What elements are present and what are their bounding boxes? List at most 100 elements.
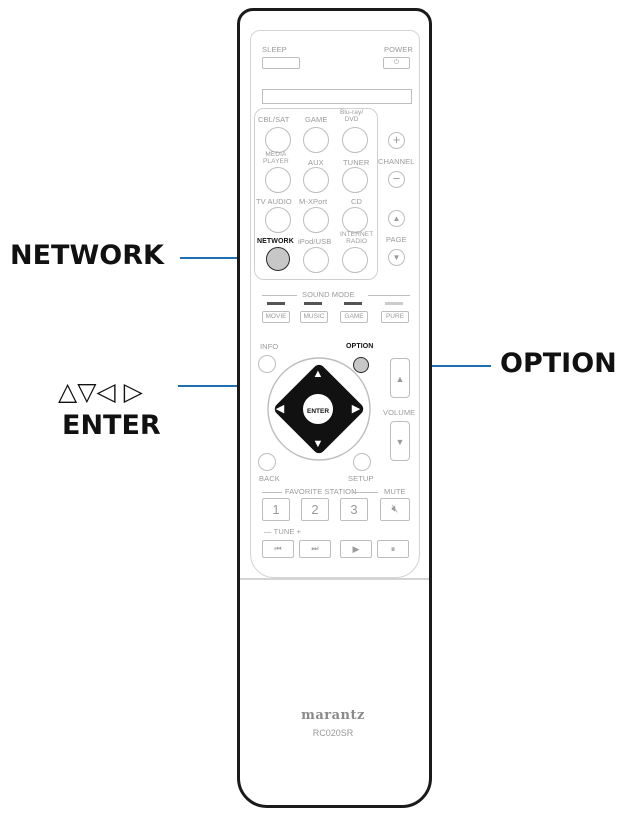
source-label-ipod-usb: iPod/USB [298, 237, 332, 246]
sleep-label: SLEEP [262, 45, 287, 54]
brand-logo: marantz [301, 708, 365, 723]
power-button[interactable]: ⏻ [383, 57, 410, 69]
skip-back-button[interactable]: ⏮ [262, 540, 294, 558]
volume-label: VOLUME [383, 408, 416, 417]
cursor-right-button[interactable]: ▶ [346, 399, 366, 419]
source-button-cbl-sat[interactable] [265, 127, 291, 153]
arrow-right-icon: ▶ [351, 403, 361, 415]
source-button-tv-audio[interactable] [265, 207, 291, 233]
sound-mode-led-game [344, 302, 362, 305]
enter-leader-line [178, 385, 270, 387]
sound-mode-pure-button[interactable]: PURE [381, 311, 409, 323]
source-label-cd: CD [351, 197, 363, 206]
minus-icon: − [392, 171, 401, 186]
sound-mode-game-button[interactable]: GAME [340, 311, 368, 323]
display-window [262, 89, 412, 104]
skip-forward-icon: ⏭ [311, 544, 319, 553]
sound-mode-movie-button[interactable]: MOVIE [262, 311, 290, 323]
option-callout: OPTION [500, 348, 617, 379]
source-button-game[interactable] [303, 127, 329, 153]
info-label: INFO [260, 342, 279, 351]
power-icon: ⏻ [393, 59, 400, 66]
cursor-down-button[interactable]: ▼ [305, 434, 331, 454]
triangle-down-icon: ▼ [392, 253, 401, 262]
sound-mode-line-right [368, 295, 410, 296]
network-callout: NETWORK [10, 240, 164, 271]
source-panel-outline [254, 108, 378, 280]
model-label: RC020SR [312, 728, 354, 738]
volume-up-button[interactable]: ▲ [390, 358, 410, 398]
page-down-button[interactable]: ▼ [388, 249, 405, 266]
favorite-2-button[interactable]: 2 [301, 498, 329, 521]
source-label-media-player: MEDIA PLAYER [263, 151, 289, 165]
tune-label: — TUNE + [264, 527, 302, 536]
back-button[interactable] [258, 453, 276, 471]
arrow-left-icon: ◀ [275, 403, 285, 415]
source-button-media-player[interactable] [265, 167, 291, 193]
page-up-button[interactable]: ▲ [388, 210, 405, 227]
source-button-tuner[interactable] [342, 167, 368, 193]
enter-button[interactable]: ENTER [301, 392, 335, 426]
setup-button[interactable] [353, 453, 371, 471]
source-button-cd[interactable] [342, 207, 368, 233]
back-label: BACK [259, 474, 280, 483]
source-label-game: GAME [305, 115, 328, 124]
favorite-3-button[interactable]: 3 [340, 498, 368, 521]
source-label-bluray: Blu-ray/ DVD [340, 109, 364, 123]
source-button-bluray[interactable] [342, 127, 368, 153]
source-button-m-xport[interactable] [303, 207, 329, 233]
favorite-line-left [262, 492, 282, 493]
option-button[interactable] [353, 357, 369, 373]
setup-label: SETUP [348, 474, 374, 483]
source-label-m-xport: M-XPort [299, 197, 328, 206]
sound-mode-led-movie [267, 302, 285, 305]
triangle-down-icon: ▼ [395, 437, 405, 447]
play-button[interactable]: ▶ [340, 540, 372, 558]
volume-down-button[interactable]: ▼ [390, 421, 410, 461]
remote-divider [240, 578, 429, 580]
pause-icon: ⏸ [390, 544, 396, 554]
cursor-left-button[interactable]: ◀ [270, 399, 290, 419]
plus-icon: + [392, 132, 401, 147]
triangle-up-icon: ▲ [395, 374, 405, 384]
mute-label: MUTE [384, 487, 406, 496]
channel-label: CHANNEL [378, 157, 415, 166]
source-label-tuner: TUNER [343, 158, 370, 167]
skip-forward-button[interactable]: ⏭ [299, 540, 331, 558]
sound-mode-label: SOUND MODE [302, 290, 355, 299]
pause-button[interactable]: ⏸ [377, 540, 409, 558]
favorite-line-right [352, 492, 378, 493]
arrow-up-icon: ▲ [312, 368, 324, 380]
source-button-ipod-usb[interactable] [303, 247, 329, 273]
info-button[interactable] [258, 355, 276, 373]
favorite-1-button[interactable]: 1 [262, 498, 290, 521]
skip-back-icon: ⏮ [274, 544, 282, 553]
page-label: PAGE [386, 235, 407, 244]
mute-button[interactable]: 🔇︎ [380, 498, 410, 521]
favorite-station-label: FAVORITE STATION [285, 487, 357, 496]
sound-mode-led-pure [385, 302, 403, 305]
mute-icon: 🔇︎ [391, 503, 399, 515]
triangle-up-icon: ▲ [392, 214, 401, 223]
source-button-aux[interactable] [303, 167, 329, 193]
source-label-network: NETWORK [257, 238, 294, 245]
source-label-cbl-sat: CBL/SAT [258, 115, 290, 124]
source-button-internet-radio[interactable] [342, 247, 368, 273]
sound-mode-music-button[interactable]: MUSIC [300, 311, 328, 323]
network-leader-line [180, 257, 270, 259]
cursor-up-button[interactable]: ▲ [305, 364, 331, 384]
network-button[interactable] [266, 247, 290, 271]
arrow-down-icon: ▼ [312, 438, 324, 450]
channel-up-button[interactable]: + [388, 132, 405, 149]
play-icon: ▶ [352, 544, 360, 554]
source-label-aux: AUX [308, 158, 324, 167]
source-label-tv-audio: TV AUDIO [256, 197, 292, 206]
power-label: POWER [384, 45, 413, 54]
sound-mode-line-left [262, 295, 297, 296]
sound-mode-led-music [304, 302, 322, 305]
option-label: OPTION [346, 343, 374, 350]
source-label-internet-radio: INTERNET RADIO [340, 231, 374, 245]
sleep-button[interactable] [262, 57, 300, 69]
channel-down-button[interactable]: − [388, 171, 405, 188]
remote-inner-outline [250, 30, 420, 578]
